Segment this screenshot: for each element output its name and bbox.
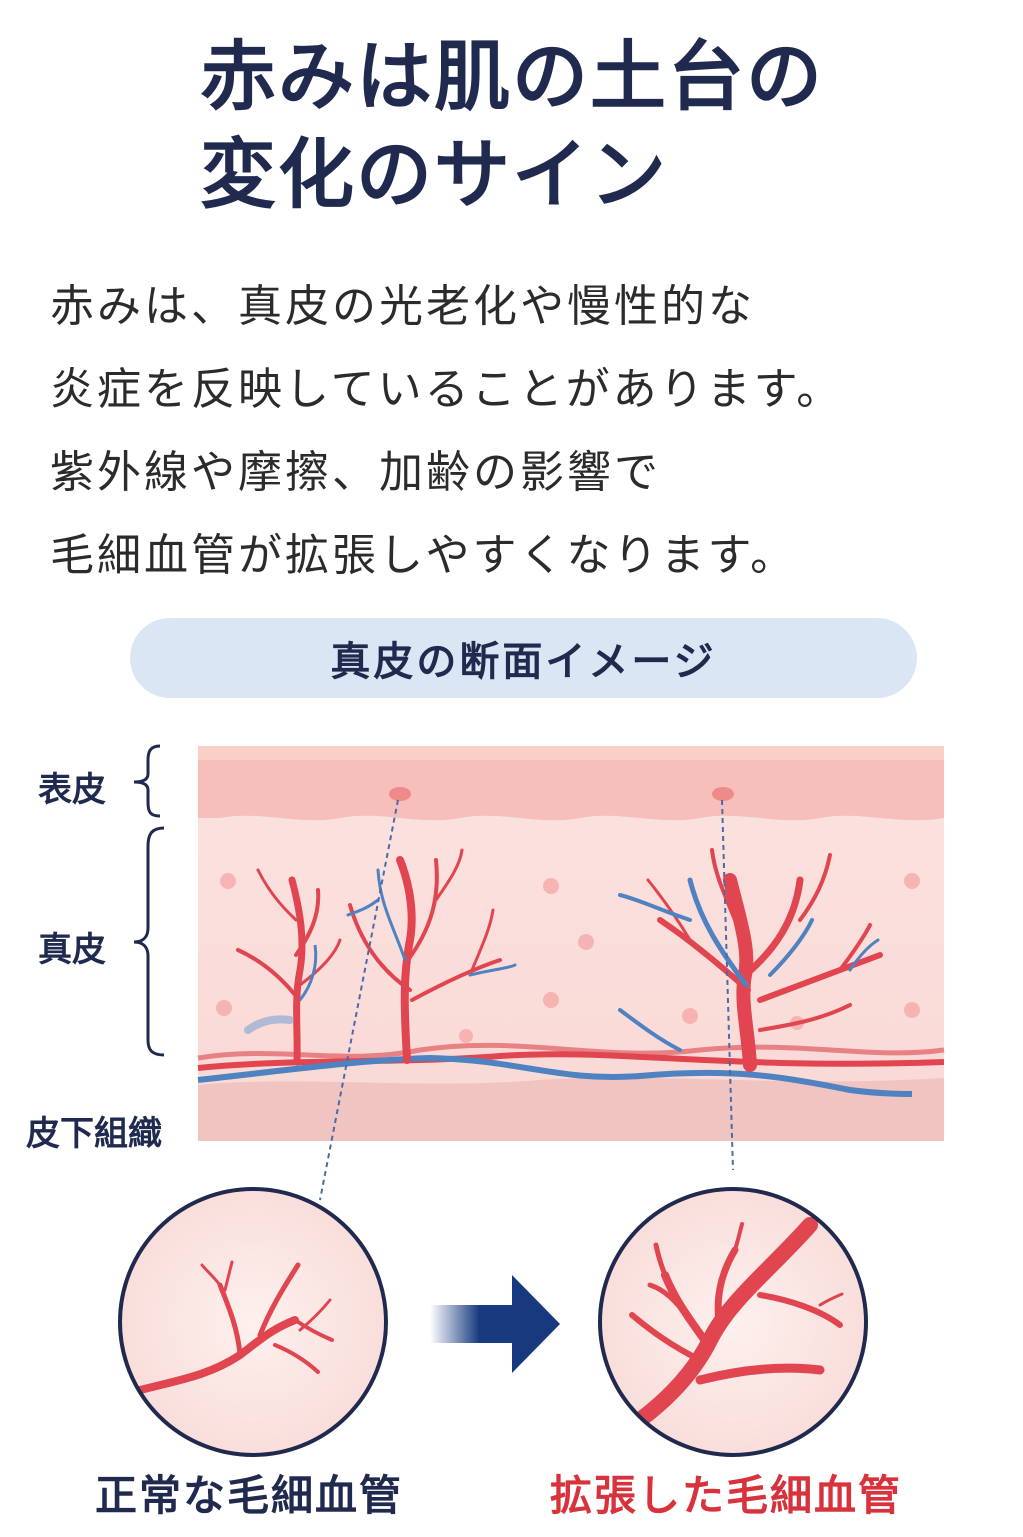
dilated-capillary-label: 拡張した毛細血管 [550,1471,903,1520]
description-text: 赤みは、真皮の光老化や慢性的な 炎症を反映していることがあります。 紫外線や摩擦… [50,265,1010,597]
bracket-icon [133,744,165,1057]
normal-capillary-label: 正常な毛細血管 [95,1471,404,1520]
description-line-2: 炎症を反映していることがあります。 [50,364,844,415]
dilated-capillary-circle [598,1187,868,1457]
title-line-1: 赤みは肌の土台の [200,32,824,121]
description-line-3: 紫外線や摩擦、加齢の影響で [50,447,661,498]
diagram-caption: 真皮の断面イメージ [130,618,917,698]
label-epidermis: 表皮 [38,770,106,810]
arrow-right-icon [430,1275,560,1373]
label-dermis: 真皮 [38,930,106,970]
skin-cross-section [197,746,945,1201]
page-title: 赤みは肌の土台の 変化のサイン [200,28,980,224]
label-subcutaneous: 皮下組織 [26,1114,162,1154]
normal-capillary-circle [118,1187,388,1457]
description-line-4: 毛細血管が拡張しやすくなります。 [50,530,798,581]
title-line-2: 変化のサイン [200,130,668,219]
description-line-1: 赤みは、真皮の光老化や慢性的な [50,281,755,332]
